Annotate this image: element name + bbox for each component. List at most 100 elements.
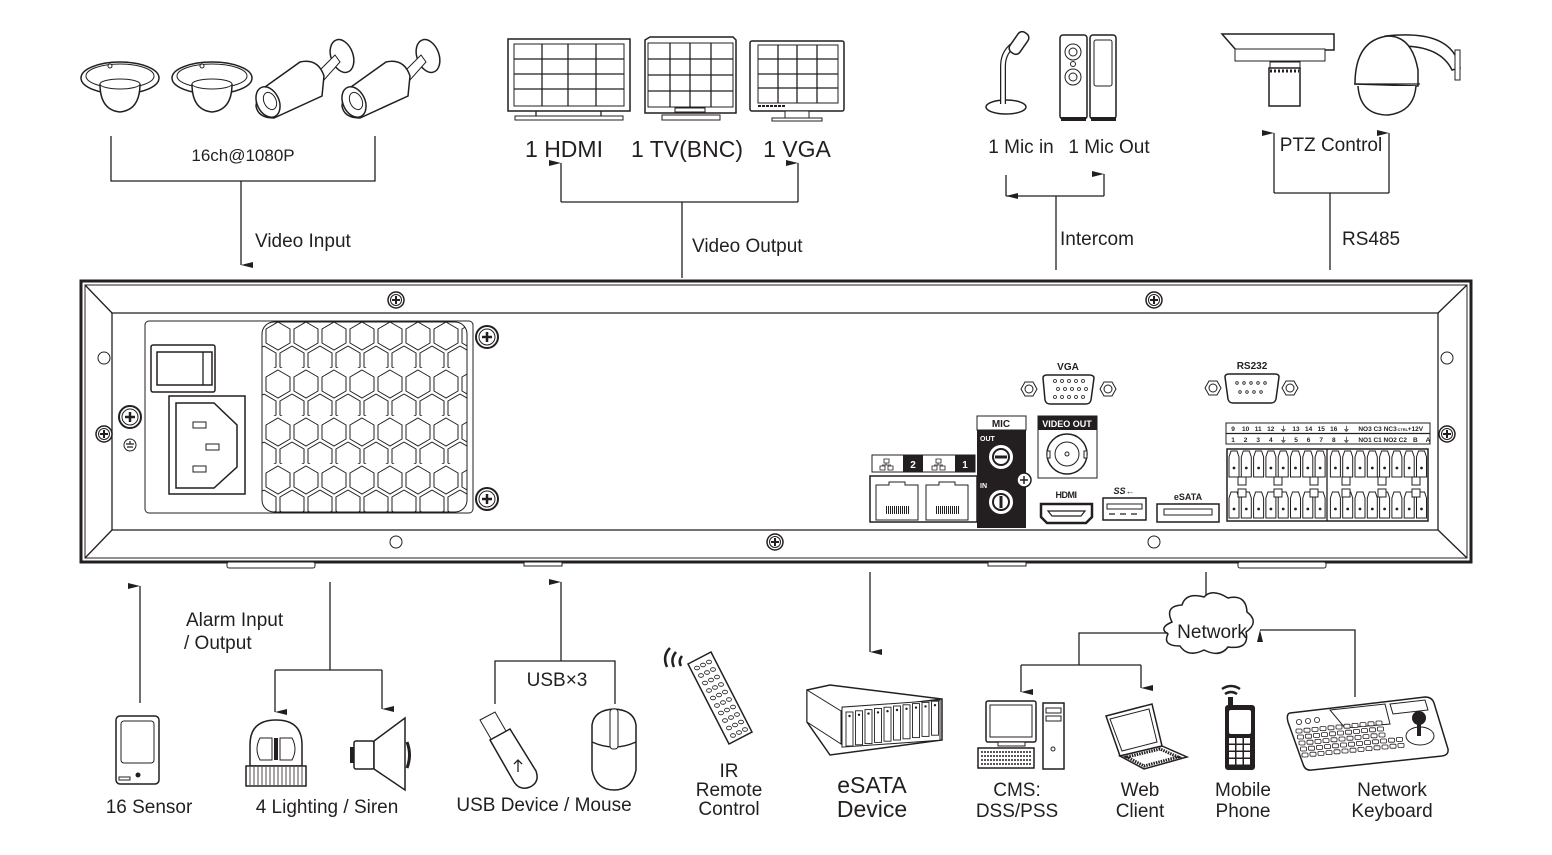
remote-button (700, 662, 706, 668)
terminal-plug[interactable] (1342, 450, 1354, 478)
usb3-port[interactable]: SS← (1102, 486, 1147, 521)
terminal-plug[interactable] (1253, 450, 1265, 478)
terminal-release (1341, 488, 1351, 498)
phone-key (1229, 752, 1235, 758)
remote-button (722, 689, 728, 695)
power-switch[interactable] (150, 344, 216, 393)
keyboard-key (1330, 737, 1338, 743)
keyboard-key (1349, 747, 1357, 753)
video-out-bnc-port[interactable]: VIDEO OUT (1037, 415, 1098, 479)
power-socket[interactable] (168, 395, 246, 495)
terminal-plug[interactable] (1265, 450, 1277, 478)
remote-button (710, 667, 716, 672)
terminal-plug[interactable] (1290, 491, 1301, 519)
terminal-plug[interactable] (1366, 491, 1378, 519)
arrow-left (1257, 629, 1356, 697)
foot (226, 561, 316, 569)
mic-out-jack[interactable] (987, 443, 1015, 471)
remote-button (706, 688, 712, 693)
terminal-label: 2 (1244, 437, 1248, 444)
terminal-plugs[interactable] (1228, 450, 1427, 519)
remote-button (718, 710, 724, 716)
remote-button (714, 703, 720, 708)
terminal-plug[interactable] (1354, 491, 1366, 519)
fan-grille (261, 321, 468, 513)
mobile-phone-icon (1221, 684, 1255, 770)
keyboard-key (1296, 719, 1303, 726)
esata-port-label: eSATA (1174, 492, 1203, 502)
screw-icon (766, 533, 784, 551)
terminal-plug[interactable] (1240, 450, 1252, 478)
terminal-plug[interactable] (1302, 450, 1314, 478)
pan-tilt-housing-icon (1220, 33, 1335, 107)
phone-key (1244, 745, 1250, 751)
screw-icon (117, 404, 143, 430)
video-input-group: 16ch@1080P Video Input (80, 38, 441, 268)
terminal-label: 14 (1305, 426, 1313, 433)
keyboard-key (1321, 732, 1328, 737)
terminal-label: 13 (1292, 426, 1300, 433)
rs232-port[interactable]: RS232 (1204, 361, 1299, 404)
terminal-label: NO2 (1384, 437, 1398, 444)
terminal-plug[interactable] (1366, 450, 1378, 478)
terminal-plug[interactable] (1403, 450, 1415, 478)
mic-in-jack[interactable] (987, 488, 1015, 516)
terminal-plug[interactable] (1290, 450, 1301, 478)
rj45-port-2[interactable] (875, 481, 919, 521)
intercom-group: 1 Mic in 1 Mic Out Intercom (985, 30, 1150, 270)
keyboard-key (1324, 744, 1331, 749)
terminal-release (1273, 488, 1283, 498)
esata-port[interactable]: eSATA (1156, 492, 1220, 523)
keyboard-key (1335, 724, 1343, 730)
remote-button (724, 707, 730, 713)
screw-icon (95, 425, 113, 443)
keyboard-key (1367, 721, 1375, 727)
drive-led (914, 706, 918, 709)
terminal-plug[interactable] (1253, 491, 1265, 519)
alarm-label-line2: / Output (184, 633, 252, 654)
drive-bay (912, 703, 920, 739)
keyboard-key (1333, 749, 1341, 755)
video-output-label: Video Output (692, 236, 803, 257)
terminal-release (1377, 488, 1387, 498)
terminal-plug[interactable] (1416, 450, 1427, 478)
terminal-plug[interactable] (1329, 450, 1341, 478)
terminal-plug[interactable] (1391, 491, 1403, 519)
intercom-label: Intercom (1060, 229, 1134, 250)
terminal-label: ⏚ (1343, 425, 1350, 433)
hdmi-port[interactable]: HDMI (1039, 490, 1094, 525)
vga-port[interactable]: VGA (1020, 362, 1117, 405)
keyboard-key (1300, 746, 1307, 752)
terminal-plug[interactable] (1391, 450, 1403, 478)
terminal-plug[interactable] (1329, 491, 1341, 519)
keyboard-key (1297, 734, 1304, 740)
terminal-label: 15 (1318, 426, 1326, 433)
ground-icon (123, 438, 137, 452)
keyboard-key (1308, 745, 1315, 751)
terminal-plug[interactable] (1379, 450, 1391, 478)
terminal-plug[interactable] (1277, 450, 1289, 478)
terminal-label: 3 (1256, 437, 1260, 444)
remote-button (706, 659, 712, 665)
remote-button (708, 677, 714, 683)
phone-key (1229, 759, 1235, 765)
terminal-label: C3 (1373, 426, 1382, 433)
keyboard-key (1345, 729, 1352, 735)
keyboard-key (1357, 747, 1365, 752)
keyboard-key (1351, 723, 1359, 728)
web-client-line2: Client (1116, 801, 1165, 822)
keyboard-key (1356, 741, 1363, 746)
terminal-plug[interactable] (1314, 450, 1326, 478)
drive-bay (864, 709, 873, 745)
terminal-plug[interactable] (1354, 450, 1366, 478)
remote-button (728, 715, 734, 720)
rj45-port-1[interactable] (925, 481, 969, 521)
lan-port-2-label: 2 (910, 460, 916, 471)
terminal-release (1341, 476, 1351, 486)
keyboard-key (1389, 743, 1397, 749)
terminal-plug[interactable] (1228, 450, 1240, 478)
keyboard-key (1380, 738, 1387, 744)
phone-key (1244, 759, 1250, 765)
